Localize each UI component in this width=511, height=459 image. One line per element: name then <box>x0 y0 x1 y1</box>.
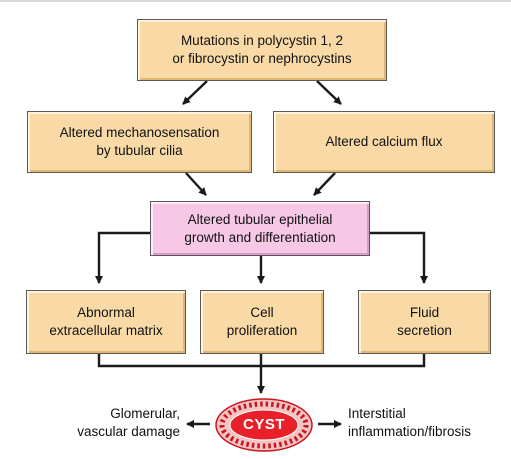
proliferation-text: Cell proliferation <box>226 305 298 338</box>
calcium-box: Altered calcium flux <box>273 111 495 173</box>
arrow-growth-to-matrix <box>95 231 150 284</box>
cyst-icon <box>215 398 313 452</box>
growth-box: Altered tubular epithelial growth and di… <box>150 201 370 256</box>
matrix-box: Abnormal extracellular matrix <box>26 290 186 354</box>
growth-text: Altered tubular epithelial growth and di… <box>184 211 336 245</box>
mechanosensation-text: Altered mechanosensation by tubular cili… <box>59 125 220 158</box>
mutations-box: Mutations in polycystin 1, 2 or fibrocys… <box>137 19 387 81</box>
glomerular-outcome: Glomerular, vascular damage <box>77 406 180 439</box>
interstitial-outcome: Interstitial inflammation/fibrosis <box>348 406 472 439</box>
mechanosensation-box: Altered mechanosensation by tubular cili… <box>27 111 252 173</box>
calcium-text: Altered calcium flux <box>325 134 443 149</box>
cyst-label: CYST <box>242 416 285 433</box>
mutations-text: Mutations in polycystin 1, 2 or fibrocys… <box>172 33 352 66</box>
matrix-text: Abnormal extracellular matrix <box>49 305 163 338</box>
arrow-mutations-to-mechanosensation <box>182 80 208 105</box>
secretion-text: Fluid secretion <box>397 305 452 338</box>
proliferation-box: Cell proliferation <box>200 290 324 354</box>
arrow-calcium-to-growth <box>313 172 336 196</box>
arrow-mutations-to-calcium <box>316 80 342 105</box>
arrow-mechanosensation-to-growth <box>185 172 207 196</box>
secretion-box: Fluid secretion <box>358 290 491 354</box>
top-rule <box>0 0 511 2</box>
arrow-growth-to-secretion <box>370 231 428 284</box>
